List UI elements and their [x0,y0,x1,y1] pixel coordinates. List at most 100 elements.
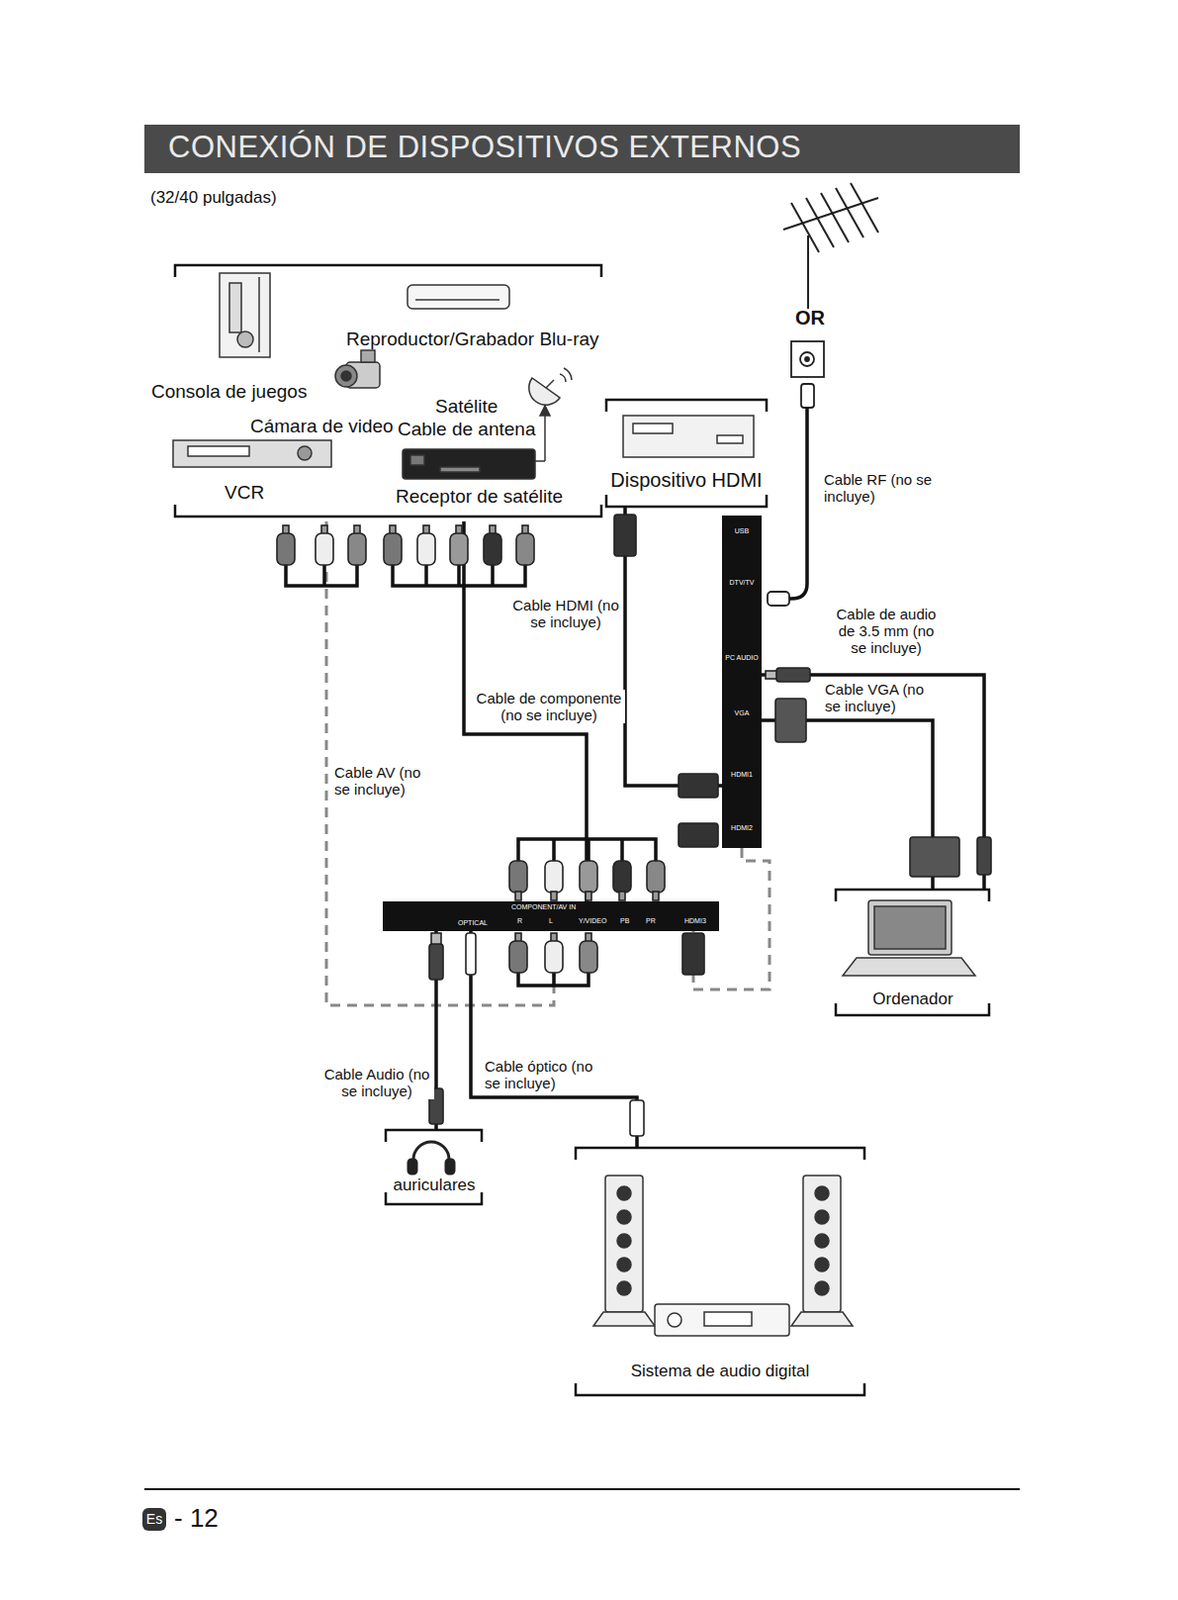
device-label: Reproductor/Grabador Blu-ray [346,328,600,351]
game-console-part [237,331,254,348]
title-band [144,124,1020,174]
cable-label: Cable HDMI (no se incluye) [508,596,624,631]
speaker-cone [617,1185,632,1200]
cable-connector [470,930,637,1148]
vcr-part [173,440,332,467]
antenna-part [850,182,879,233]
rca-plug [509,860,528,893]
cable-label: Cable AV (no se incluye) [332,763,440,798]
port-label: VGA [722,709,762,718]
game-console-part [219,272,271,358]
cable-connector [761,674,985,890]
rca-plug [613,860,632,893]
tv-side-panel: USBDTV/TVPC AUDIOVGAHDMI1HDMI2 [722,515,762,848]
connector-plugs [276,514,992,1136]
port-label: COMPONENT/AV IN [511,903,576,911]
or-note: OR [795,306,821,330]
vcr-part [297,446,312,460]
port-label: R [517,916,523,925]
antenna-part [806,197,834,248]
rca-plug [348,533,366,565]
speaker-cone [815,1233,829,1248]
cable-label: Cable Audio (no se incluye) [319,1065,435,1099]
wall-socket-part [801,383,815,408]
vcr [173,440,332,467]
satellite-receiver-part [402,449,536,479]
port-label: Y/VIDEO [578,916,607,925]
video-camera-part [335,364,358,387]
rca-plug [544,860,563,893]
wall-socket-part [800,352,815,366]
port-label: DTV/TV [722,578,762,587]
hdmi-player-part [623,415,754,457]
hdmi-device: Dispositivo HDMI [605,399,768,507]
vcr-part [187,446,250,456]
device-label: Cámara de video [250,415,394,438]
satellite-receiver-part [410,454,425,465]
laptop-part [874,906,946,949]
rca-plug [483,533,502,565]
page-number: - 12 [174,1503,219,1534]
rca-plug [579,860,598,893]
antenna-part [807,235,810,309]
game-console [219,272,271,358]
rf-plug-part [767,591,790,606]
satellite-receiver-part [440,466,480,472]
speaker-cone [617,1233,632,1248]
speaker-cone [815,1280,829,1295]
antenna-part [835,187,864,238]
device-label: Sistema de audio digital [575,1360,865,1381]
cable-connector [761,720,933,890]
antenna-part [820,192,849,243]
cable-label: Cable RF (no se incluye) [823,470,933,506]
tv-bottom-panel: OPTICALCOMPONENT/AV INRLY/VIDEOPBPRHDMI3 [382,901,720,931]
device-label: Ordenador [833,989,993,1009]
rca-plug [276,533,295,565]
speaker-cone [815,1257,829,1271]
satellite-receiver [402,449,536,479]
speaker-system-part [605,1175,643,1312]
device-label: Receptor de satélite [395,485,563,508]
port-label: USB [722,527,762,536]
satellite-dish-part [543,447,546,461]
rca-tip [585,891,592,901]
rca-tip [652,891,659,901]
headphones [408,1141,454,1174]
rca-plug [315,533,334,565]
bracket [575,1147,865,1395]
hdmi-player-part [717,435,743,444]
speaker-system-part [704,1311,752,1326]
port-label: PR [645,916,656,925]
source-devices: Reproductor/Grabador Blu-rayConsola de j… [148,262,614,522]
speaker-cone [815,1209,829,1224]
wall-socket [791,341,824,408]
device-label: Consola de juegos [151,380,307,403]
headphones-part [413,1141,450,1170]
title-band-part [144,124,1020,174]
jack-plug [429,943,444,980]
rf-cable [789,407,808,599]
speaker-cone [617,1257,632,1271]
hdmi-plug [614,514,636,556]
antenna-part [791,202,819,253]
optical-plug [630,1099,644,1136]
hdmi-player [623,415,754,457]
port-label: HDMI2 [722,823,762,832]
game-console-part [258,276,261,353]
jack-plug [776,667,811,682]
computer: Ordenador [833,889,993,1016]
group-brackets [175,265,990,1395]
antenna [783,182,879,309]
satellite-dish-part [540,405,550,416]
device-label: Dispositivo HDMI [605,468,768,492]
headphones-group: auriculares [385,1129,483,1205]
wall-socket-part [805,357,810,362]
device-label: VCR [224,481,265,504]
device-label: Cable de antena [397,418,536,441]
cable-connector [326,521,554,1005]
bluray-player-part [415,298,500,301]
port-label: PB [620,916,630,925]
laptop-part [842,957,976,976]
speaker-system-part [803,1175,841,1312]
